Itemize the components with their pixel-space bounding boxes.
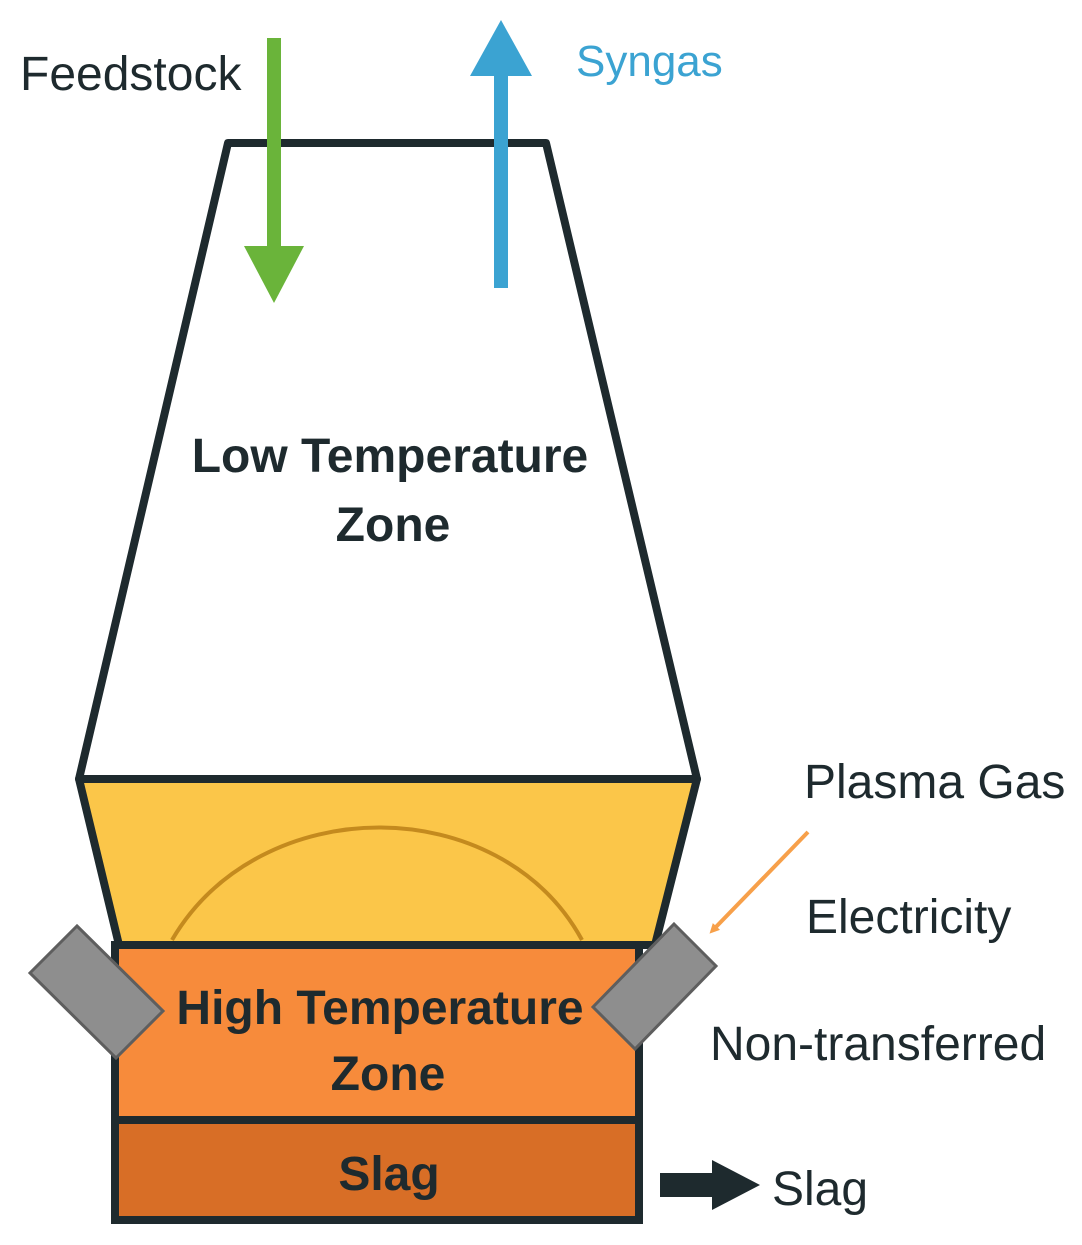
plasma-gas-label: Plasma Gas	[804, 756, 1065, 809]
plasma-dome-arc	[170, 825, 584, 942]
transition-zone	[75, 775, 701, 949]
high-temperature-zone	[111, 941, 643, 1124]
low-zone-label-line2: Zone	[336, 499, 451, 552]
slag-layer-label: Slag	[338, 1148, 439, 1201]
feedstock-label: Feedstock	[20, 48, 242, 101]
low-zone-label-line1: Low Temperature	[192, 430, 589, 483]
slag-output-arrow	[660, 1160, 760, 1210]
left-plasma-torch	[27, 923, 166, 1061]
non-transferred-label: Non-transferred	[710, 1018, 1046, 1071]
plasma-gas-arrow	[709, 830, 810, 934]
right-plasma-torch	[590, 921, 719, 1052]
electricity-label: Electricity	[806, 891, 1011, 944]
feedstock-arrow	[244, 38, 304, 303]
slag-layer	[111, 1116, 643, 1224]
syngas-arrow	[470, 20, 532, 288]
high-zone-label-line2: Zone	[331, 1048, 446, 1101]
syngas-label: Syngas	[576, 37, 723, 86]
high-zone-label-line1: High Temperature	[176, 982, 583, 1035]
slag-output-label: Slag	[772, 1163, 868, 1216]
